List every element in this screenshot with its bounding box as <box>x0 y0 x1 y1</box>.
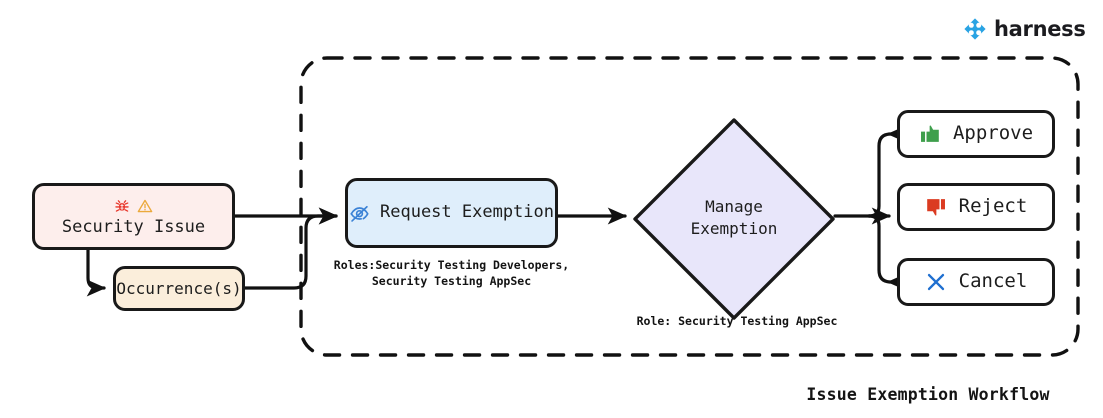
brand-logo: harness <box>963 17 1086 41</box>
edge-manage-to-approve <box>867 125 907 218</box>
node-reject-label: Reject <box>958 195 1028 218</box>
edge-occurrences-to-request <box>243 207 338 290</box>
thumbs-up-icon <box>920 125 939 142</box>
node-cancel-button[interactable]: Cancel <box>897 258 1055 306</box>
node-security-issue-label: Security Issue <box>61 216 206 237</box>
eye-off-icon <box>350 205 369 222</box>
bug-icon <box>115 200 129 213</box>
workflow-title: Issue Exemption Workflow <box>806 385 1050 404</box>
caption-request-exemption-roles: Roles:Security Testing Developers, Secur… <box>333 258 570 288</box>
node-occurrences-label: Occurrence(s) <box>116 278 242 298</box>
node-manage-exemption[interactable]: Manage Exemption <box>633 118 835 318</box>
node-occurrences[interactable]: Occurrence(s) <box>113 266 245 311</box>
brand-name: harness <box>994 16 1086 41</box>
thumbs-down-icon <box>926 199 945 216</box>
node-request-exemption-label: Request Exemption <box>380 202 554 223</box>
close-x-icon <box>927 273 944 291</box>
workflow-boundary <box>299 56 1080 357</box>
harness-diamond-logo-icon <box>964 18 986 40</box>
node-reject-button[interactable]: Reject <box>897 183 1055 231</box>
edge-manage-to-cancel <box>867 214 907 291</box>
node-request-exemption[interactable]: Request Exemption <box>345 178 558 248</box>
node-manage-exemption-label-line1: Manage <box>705 197 763 217</box>
node-approve-label: Approve <box>952 122 1034 145</box>
caption-manage-exemption-role: Role: Security Testing AppSec <box>636 314 838 328</box>
node-approve-button[interactable]: Approve <box>897 110 1055 158</box>
node-manage-exemption-text: Manage Exemption <box>633 118 835 318</box>
node-security-issue[interactable]: Security Issue <box>32 183 235 250</box>
edge-security-to-occurrences <box>86 248 106 297</box>
node-manage-exemption-label-line2: Exemption <box>690 219 778 238</box>
node-cancel-label: Cancel <box>958 270 1028 293</box>
manage-exemption-diamond <box>633 118 835 320</box>
warning-triangle-icon <box>137 200 153 213</box>
security-issue-icons <box>114 197 153 216</box>
